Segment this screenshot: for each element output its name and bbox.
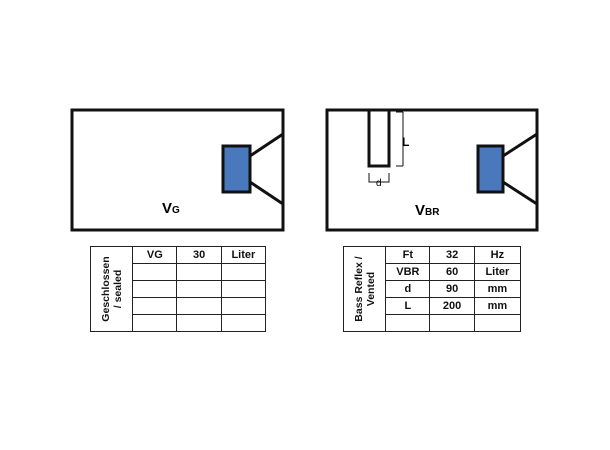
sealed-side-label-line2: / sealed xyxy=(111,269,124,309)
table-cell xyxy=(132,263,178,281)
table-cell xyxy=(429,314,475,332)
table-cell: 90 xyxy=(429,280,475,298)
vented-driver-magnet xyxy=(476,144,505,194)
sealed-spec-table: Geschlossen / sealed VG 30 Liter xyxy=(89,246,267,332)
vented-side-label-line2: Vented xyxy=(364,271,377,307)
table-cell xyxy=(132,314,178,332)
sealed-side-label: Geschlossen / sealed xyxy=(100,256,124,321)
table-cell xyxy=(220,280,267,298)
port-length-label: L xyxy=(402,135,409,149)
table-cell xyxy=(176,297,222,315)
table-row xyxy=(91,280,267,298)
table-row: Geschlossen / sealed VG 30 Liter xyxy=(89,246,267,332)
table-cell: 30 xyxy=(176,246,222,264)
table-row xyxy=(91,297,267,315)
table-cell: Hz xyxy=(473,246,522,264)
table-cell xyxy=(220,297,267,315)
bass-reflex-port xyxy=(367,108,391,168)
table-cell: Liter xyxy=(220,246,267,264)
vented-spec-table: Bass Reflex / Vented Ft 32 Hz VBR 60 Lit… xyxy=(342,246,522,332)
sealed-driver-magnet xyxy=(221,144,252,194)
table-cell xyxy=(220,263,267,281)
table-cell: VBR xyxy=(385,263,431,281)
table-cell: mm xyxy=(473,297,522,315)
vented-driver-cone-top xyxy=(502,132,538,158)
table-row xyxy=(344,314,522,332)
table-cell xyxy=(176,263,222,281)
table-row: Bass Reflex / Vented Ft 32 Hz xyxy=(342,246,522,332)
sealed-driver-cone-bottom xyxy=(249,180,284,206)
sealed-side-label-cell: Geschlossen / sealed xyxy=(89,246,134,332)
table-cell: Liter xyxy=(473,263,522,281)
sealed-volume-label: VG xyxy=(162,200,180,217)
table-cell: Ft xyxy=(385,246,431,264)
vented-driver-cone-bottom xyxy=(502,180,538,206)
table-cell xyxy=(473,314,522,332)
vented-volume-label: VBR xyxy=(415,202,440,219)
table-cell: mm xyxy=(473,280,522,298)
table-row xyxy=(91,314,267,332)
table-cell: VG xyxy=(132,246,178,264)
port-diameter-label: d xyxy=(376,178,382,189)
table-cell: 32 xyxy=(429,246,475,264)
table-row: L 200 mm xyxy=(344,297,522,315)
sealed-driver-cone-top xyxy=(249,132,284,158)
table-cell: L xyxy=(385,297,431,315)
table-cell xyxy=(385,314,431,332)
table-cell: 60 xyxy=(429,263,475,281)
table-cell xyxy=(176,280,222,298)
port-diameter-dimension xyxy=(368,173,390,183)
table-cell xyxy=(132,280,178,298)
vented-side-label-cell: Bass Reflex / Vented xyxy=(342,246,387,332)
table-row: VBR 60 Liter xyxy=(344,263,522,281)
table-cell xyxy=(176,314,222,332)
vented-side-label-line1: Bass Reflex / xyxy=(352,256,365,322)
table-cell xyxy=(132,297,178,315)
table-cell: 200 xyxy=(429,297,475,315)
vented-enclosure: L d VBR xyxy=(325,108,539,232)
table-cell: d xyxy=(385,280,431,298)
sealed-side-label-line1: Geschlossen xyxy=(99,256,112,322)
sealed-enclosure: VG xyxy=(70,108,285,232)
vented-side-label: Bass Reflex / Vented xyxy=(353,256,377,321)
table-cell xyxy=(220,314,267,332)
